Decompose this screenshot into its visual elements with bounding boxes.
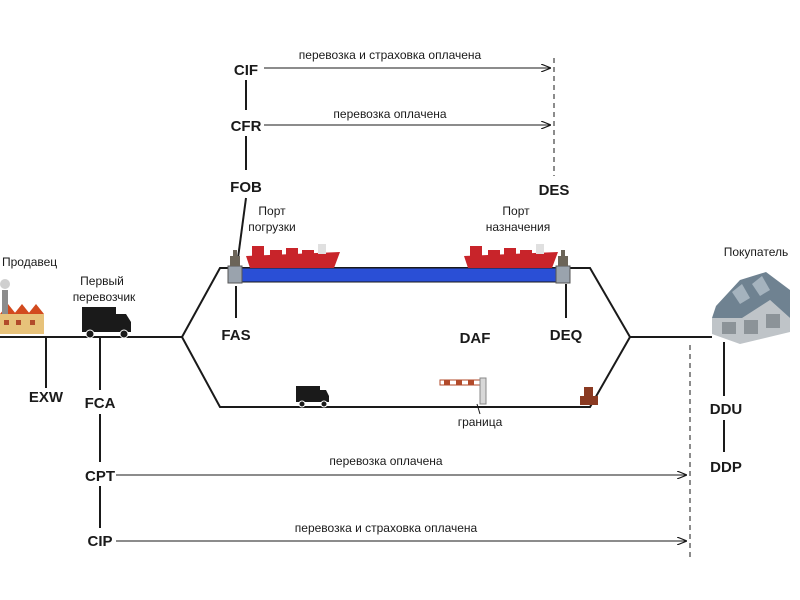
arrow-lines xyxy=(116,68,686,541)
term-cif: CIF xyxy=(234,62,258,79)
label-dest-port-line2: назначения xyxy=(486,220,550,234)
ship-icon xyxy=(246,244,340,268)
crane-icon xyxy=(558,250,568,266)
label-first-carrier-line1: Первый xyxy=(80,274,124,288)
term-ddp: DDP xyxy=(710,459,742,476)
ship-icon xyxy=(464,244,558,268)
term-fas: FAS xyxy=(221,327,250,344)
label-loading-port-line1: Порт xyxy=(258,204,286,218)
sea-band xyxy=(239,267,559,283)
caption-cpt: перевозка оплачена xyxy=(329,454,442,468)
vertical-connectors xyxy=(45,80,725,528)
term-cip: CIP xyxy=(87,533,112,550)
warehouse-icon xyxy=(712,272,790,344)
caption-cif: перевозка и страховка оплачена xyxy=(299,48,482,62)
quay-loading xyxy=(227,265,243,284)
barrier-icon xyxy=(439,377,487,405)
term-cfr: CFR xyxy=(231,118,262,135)
connector-fob-ship xyxy=(237,197,247,259)
cargo-icon xyxy=(580,387,598,405)
term-des: DES xyxy=(539,182,570,199)
quay-destination xyxy=(555,265,571,284)
crane-icon xyxy=(230,250,240,266)
label-first-carrier-line2: перевозчик xyxy=(73,290,136,304)
land-route xyxy=(181,336,631,408)
route xyxy=(0,267,712,408)
factory-icon xyxy=(0,279,44,334)
truck-icon xyxy=(82,307,131,339)
caption-cip: перевозка и страховка оплачена xyxy=(295,521,478,535)
term-deq: DEQ xyxy=(550,327,583,344)
label-buyer: Покупатель xyxy=(724,245,788,259)
label-border: граница xyxy=(458,415,503,429)
label-dest-port-line1: Порт xyxy=(502,204,530,218)
term-fca: FCA xyxy=(85,395,116,412)
term-cpt: CPT xyxy=(85,468,115,485)
caption-cfr: перевозка оплачена xyxy=(333,107,446,121)
term-daf: DAF xyxy=(460,330,491,347)
term-exw: EXW xyxy=(29,389,64,406)
border-pointer xyxy=(476,403,481,415)
term-ddu: DDU xyxy=(710,401,743,418)
term-fob: FOB xyxy=(230,179,262,196)
label-loading-port-line2: погрузки xyxy=(248,220,296,234)
label-seller: Продавец xyxy=(2,255,57,269)
truck-icon xyxy=(296,386,329,408)
